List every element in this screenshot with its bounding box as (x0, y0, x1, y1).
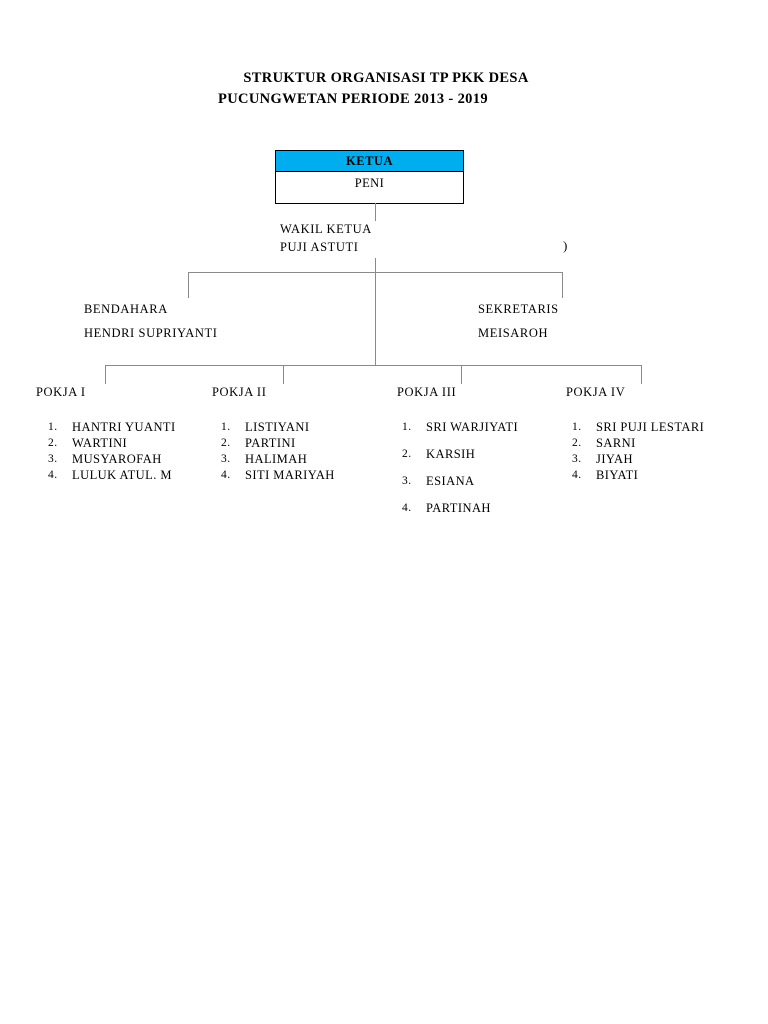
connector-bar-pokja (105, 365, 642, 366)
list-item: 2. SARNI (572, 435, 742, 451)
pokja-heading-3: POKJA III (397, 385, 457, 399)
connector-ketua-to-wakil (375, 203, 376, 221)
pokja-list-1: 1. HANTRI YUANTI 2. WARTINI 3. MUSYAROFAH 4… (48, 419, 198, 483)
connector-drop-bendahara (188, 272, 189, 298)
list-item-label: PARTINAH (426, 501, 491, 515)
title-line-1: STRUKTUR ORGANISASI TP PKK DESA (243, 70, 529, 86)
list-item: 1. HANTRI YUANTI (48, 419, 198, 435)
pokja-list-2: 1. LISTIYANI 2. PARTINI 3. HALIMAH 4. SITI M… (221, 419, 381, 483)
list-item-label: HANTRI YUANTI (72, 420, 176, 434)
connector-drop-pokja-2 (283, 365, 284, 384)
ketua-name: PENI (276, 172, 463, 203)
list-item: 4. LULUK ATUL. M (48, 467, 198, 483)
bendahara-role: BENDAHARA (84, 302, 168, 316)
connector-spine-center (375, 272, 376, 365)
list-item-label: SRI PUJI LESTARI (596, 420, 705, 434)
page-title: STRUKTUR ORGANISASI TP PKK DESA PUCUNGWE… (0, 68, 768, 110)
pokja-heading-1: POKJA I (36, 385, 86, 399)
list-item-number: 1. (221, 421, 231, 433)
list-item-label: PARTINI (245, 436, 296, 450)
list-item: 4. SITI MARIYAH (221, 467, 381, 483)
wakil-ketua-role: WAKIL KETUA (280, 222, 372, 236)
sekretaris-role: SEKRETARIS (478, 302, 559, 316)
list-item-number: 4. (572, 469, 582, 481)
list-item: 1. SRI WARJIYATI (402, 419, 567, 435)
list-item: 3. ESIANA (402, 473, 567, 489)
list-item-number: 4. (221, 469, 231, 481)
pokja-list-3: 1. SRI WARJIYATI 2. KARSIH 3. ESIANA 4. PART… (402, 419, 567, 527)
ketua-header-label: KETUA (276, 151, 463, 172)
list-item-number: 2. (572, 437, 582, 449)
list-item-number: 2. (402, 448, 412, 460)
connector-drop-pokja-3 (461, 365, 462, 384)
list-item-number: 4. (48, 469, 58, 481)
list-item-label: HALIMAH (245, 452, 308, 466)
list-item-number: 3. (572, 453, 582, 465)
list-item: 1. LISTIYANI (221, 419, 381, 435)
list-item-number: 1. (572, 421, 582, 433)
list-item: 3. JIYAH (572, 451, 742, 467)
list-item: 3. HALIMAH (221, 451, 381, 467)
bendahara-name: HENDRI SUPRIYANTI (84, 326, 218, 340)
list-item-number: 3. (48, 453, 58, 465)
list-item-number: 4. (402, 502, 412, 514)
list-item-number: 2. (221, 437, 231, 449)
list-item-number: 1. (48, 421, 58, 433)
ketua-box: KETUA PENI (275, 150, 464, 204)
connector-wakil-to-bar (375, 258, 376, 273)
list-item-label: LULUK ATUL. M (72, 468, 172, 482)
list-item-number: 3. (221, 453, 231, 465)
list-item: 3. MUSYAROFAH (48, 451, 198, 467)
pokja-heading-2: POKJA II (212, 385, 267, 399)
list-item-label: MUSYAROFAH (72, 452, 162, 466)
list-item: 2. WARTINI (48, 435, 198, 451)
list-item: 2. PARTINI (221, 435, 381, 451)
list-item-label: SITI MARIYAH (245, 468, 335, 482)
list-item-label: LISTIYANI (245, 420, 310, 434)
connector-drop-sekretaris (562, 272, 563, 298)
sekretaris-name: MEISAROH (478, 326, 549, 340)
list-item-number: 3. (402, 475, 412, 487)
pokja-heading-4: POKJA IV (566, 385, 626, 399)
list-item: 4. PARTINAH (402, 500, 567, 516)
list-item: 4. BIYATI (572, 467, 742, 483)
list-item: 2. KARSIH (402, 446, 567, 462)
list-item-label: KARSIH (426, 447, 476, 461)
wakil-ketua-name: PUJI ASTUTI (280, 240, 359, 254)
list-item-label: WARTINI (72, 436, 128, 450)
stray-parenthesis-glyph: ) (563, 238, 568, 253)
connector-drop-pokja-4 (641, 365, 642, 384)
list-item-label: BIYATI (596, 468, 639, 482)
list-item-label: SARNI (596, 436, 636, 450)
title-line-2: PUCUNGWETAN PERIODE 2013 - 2019 (218, 91, 488, 107)
list-item-label: ESIANA (426, 474, 475, 488)
list-item-number: 2. (48, 437, 58, 449)
list-item-label: SRI WARJIYATI (426, 420, 519, 434)
connector-drop-pokja-1 (105, 365, 106, 384)
list-item-number: 1. (402, 421, 412, 433)
list-item-label: JIYAH (596, 452, 633, 466)
pokja-list-4: 1. SRI PUJI LESTARI 2. SARNI 3. JIYAH 4. BIY… (572, 419, 742, 483)
list-item: 1. SRI PUJI LESTARI (572, 419, 742, 435)
